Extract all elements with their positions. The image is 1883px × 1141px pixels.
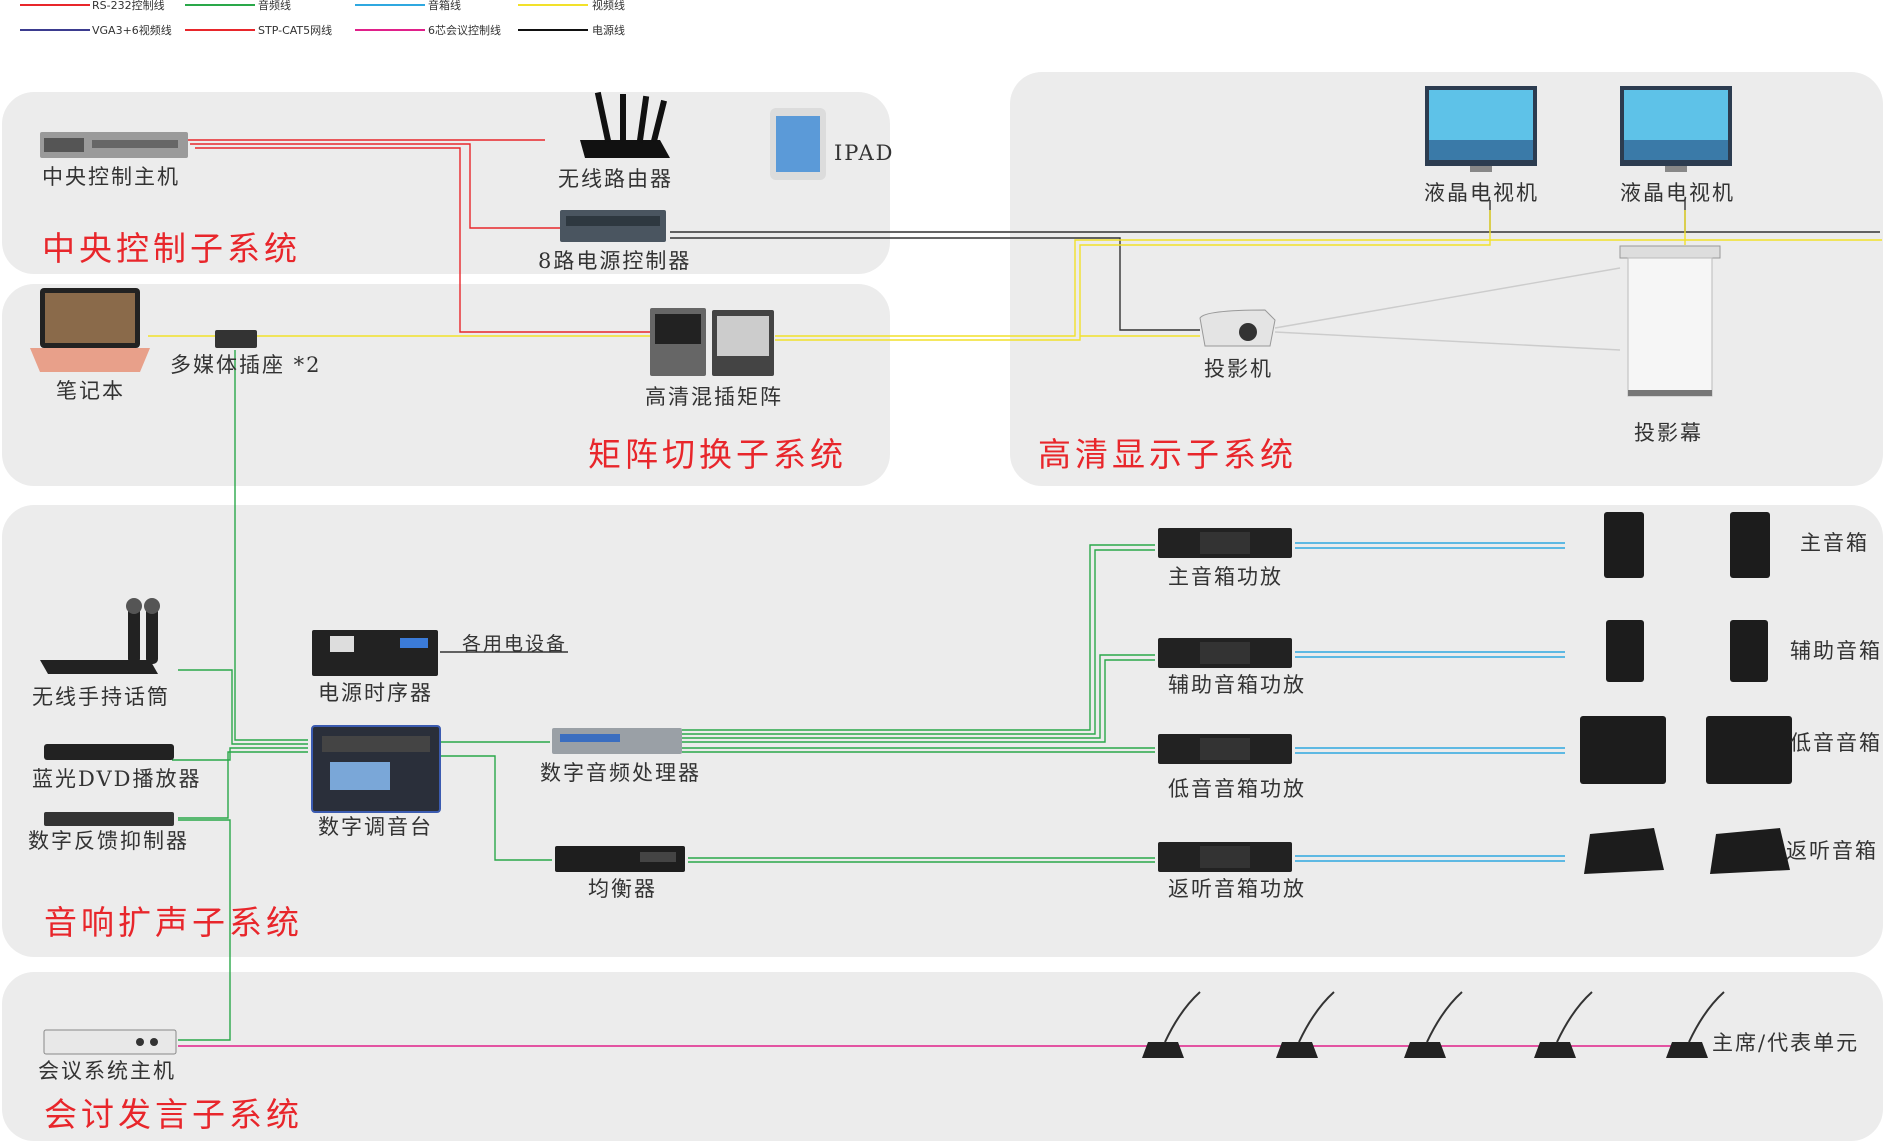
projector-label: 投影机 <box>1204 357 1273 381</box>
wireless-mic-icon <box>40 598 160 674</box>
mixer-label: 数字调音台 <box>318 815 433 839</box>
amplifier-main-device <box>1158 528 1292 558</box>
spare-power-label: 各用电设备 <box>462 633 567 655</box>
central-host-label: 中央控制主机 <box>42 165 180 189</box>
monitor-speakers-icon <box>1584 828 1790 874</box>
conference-units-icon <box>1142 991 1725 1058</box>
digital-mixer-device <box>311 725 441 813</box>
power-controller-device <box>560 210 666 242</box>
spk-main-label: 主音箱 <box>1800 531 1869 555</box>
power-sequencer-label: 电源时序器 <box>318 681 433 705</box>
ipad-label: IPAD <box>834 141 895 165</box>
subwoofer-speakers-icon <box>1580 716 1792 784</box>
conference-subsystem-title: 会讨发言子系统 <box>44 1095 303 1134</box>
equalizer-device <box>555 846 685 872</box>
conference-unit-label: 主席/代表单元 <box>1712 1031 1859 1055</box>
ipad-icon <box>770 108 826 180</box>
hd-matrix-label: 高清混插矩阵 <box>645 385 783 409</box>
legend-item: 电源线 <box>592 23 625 37</box>
feedback-label: 数字反馈抑制器 <box>28 829 189 853</box>
amp-main-label: 主音箱功放 <box>1168 565 1283 589</box>
matrix-subsystem-title: 矩阵切换子系统 <box>588 435 847 474</box>
spk-sub-label: 低音音箱 <box>1790 731 1882 755</box>
equalizer-label: 均衡器 <box>588 877 657 901</box>
central-subsystem-title: 中央控制子系统 <box>42 229 301 268</box>
dvd-player-device <box>44 744 174 760</box>
power-sequencer-device <box>312 630 438 676</box>
lcd-tv-2-icon <box>1620 86 1732 172</box>
screen-label: 投影幕 <box>1634 421 1703 445</box>
amplifier-monitor-device <box>1158 842 1292 872</box>
wireless-mic-label: 无线手持话筒 <box>32 685 170 709</box>
main-speakers-icon <box>1604 512 1770 578</box>
wiring <box>148 139 1882 1047</box>
feedback-suppressor-device <box>44 812 174 826</box>
lcd-tv-1-icon <box>1425 86 1537 172</box>
conference-host-label: 会议系统主机 <box>38 1059 176 1083</box>
legend-item: VGA3+6视频线 <box>92 23 172 37</box>
hd-matrix-device <box>650 308 774 376</box>
amplifier-aux-device <box>1158 638 1292 668</box>
laptop-label: 笔记本 <box>56 379 125 403</box>
legend-item: 视频线 <box>592 0 625 12</box>
router-icon <box>580 91 670 158</box>
lcd-tv-2-label: 液晶电视机 <box>1620 181 1735 205</box>
power-controller-label: 8路电源控制器 <box>538 249 691 273</box>
projection-screen-icon <box>1619 245 1721 397</box>
spk-aux-label: 辅助音箱 <box>1790 639 1882 663</box>
projector-icon <box>1199 309 1276 347</box>
legend: RS-232控制线 音频线 音箱线 视频线 VGA3+6视频线 STP-CAT5… <box>20 0 625 37</box>
display-subsystem-title: 高清显示子系统 <box>1038 435 1297 474</box>
audio-subsystem-title: 音响扩声子系统 <box>44 903 303 942</box>
legend-item: 音频线 <box>258 0 291 12</box>
central-panel <box>2 92 890 274</box>
amp-sub-label: 低音音箱功放 <box>1168 777 1306 801</box>
amp-monitor-label: 返听音箱功放 <box>1168 877 1306 901</box>
amplifier-sub-device <box>1158 734 1292 764</box>
legend-item: 音箱线 <box>428 0 461 12</box>
conference-host-device <box>43 1029 177 1055</box>
conference-panel <box>2 972 1883 1141</box>
laptop-icon <box>30 288 150 372</box>
lcd-tv-1-label: 液晶电视机 <box>1424 181 1539 205</box>
audio-processor-device <box>552 728 682 754</box>
legend-item: 6芯会议控制线 <box>428 23 501 37</box>
socket-label: 多媒体插座 *2 <box>170 353 322 377</box>
router-label: 无线路由器 <box>558 167 673 191</box>
dvd-label: 蓝光DVD播放器 <box>32 767 201 791</box>
spk-monitor-label: 返听音箱 <box>1786 839 1878 863</box>
aux-speakers-icon <box>1606 620 1768 682</box>
multimedia-socket-device <box>215 330 257 348</box>
central-host-device <box>40 132 188 158</box>
legend-item: RS-232控制线 <box>92 0 165 12</box>
audio-panel <box>2 505 1883 957</box>
audio-processor-label: 数字音频处理器 <box>540 761 701 785</box>
amp-aux-label: 辅助音箱功放 <box>1168 673 1306 697</box>
legend-item: STP-CAT5网线 <box>258 23 332 37</box>
